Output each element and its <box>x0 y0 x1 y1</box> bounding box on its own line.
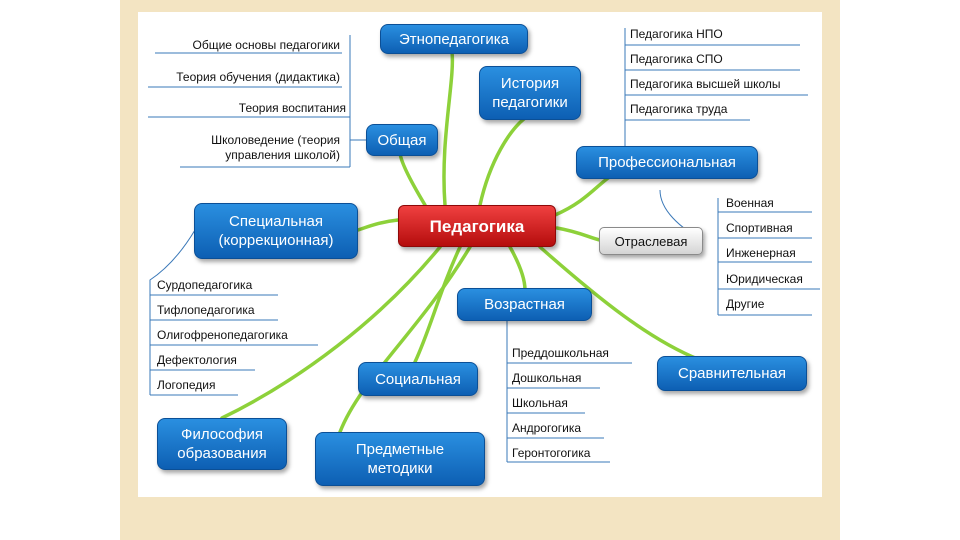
leaf-professional-1: Педагогика НПО <box>630 27 723 41</box>
leaf-special-4: Дефектология <box>157 353 237 367</box>
leaf-professional-2: Педагогика СПО <box>630 52 723 66</box>
leaf-age-5: Геронтогогика <box>512 446 591 460</box>
node-general[interactable]: Общая <box>366 124 438 156</box>
leaf-general-2: Теория обучения (дидактика) <box>176 70 340 84</box>
node-special[interactable]: Специальная (коррекционная) <box>194 203 358 259</box>
leaf-special-3: Олигофренопедагогика <box>157 328 288 342</box>
leaf-professional-4: Педагогика труда <box>630 102 728 116</box>
link-age <box>508 245 527 292</box>
link-social <box>413 245 462 364</box>
leaf-professional-3: Педагогика высшей школы <box>630 77 781 91</box>
leaf-age-3: Школьная <box>512 396 568 410</box>
slide-bottom-border <box>120 497 840 540</box>
leaf-general-4: Школоведение (теория управления школой) <box>211 133 340 162</box>
leaf-branch-3: Инженерная <box>726 246 796 260</box>
node-branch[interactable]: Отраслевая <box>599 227 703 255</box>
leaf-branch-4: Юридическая <box>726 272 803 286</box>
node-ethnopedagogy[interactable]: Этнопедагогика <box>380 24 528 54</box>
leaf-branch-2: Спортивная <box>726 221 793 235</box>
leaf-branch-5: Другие <box>726 297 765 311</box>
node-comparative[interactable]: Сравнительная <box>657 356 807 391</box>
leaf-age-2: Дошкольная <box>512 371 582 385</box>
link-general <box>398 150 427 207</box>
link-comparative <box>538 245 702 362</box>
leaf-special-1: Сурдопедагогика <box>157 278 253 292</box>
leaf-general-3: Теория воспитания <box>238 101 346 115</box>
leaf-age-4: Андрогогика <box>512 421 582 435</box>
link-ethno <box>442 50 455 207</box>
node-subject-methods[interactable]: Предметные методики <box>315 432 485 486</box>
node-social[interactable]: Социальная <box>358 362 478 396</box>
slide-left-border <box>120 0 138 540</box>
node-professional[interactable]: Профессиональная <box>576 146 758 179</box>
node-philosophy[interactable]: Философия образования <box>157 418 287 470</box>
link-philosophy <box>220 245 442 420</box>
link-branch <box>555 226 602 242</box>
link-history <box>478 116 527 207</box>
leaf-general-1: Общие основы педагогики <box>192 38 340 52</box>
slide-top-border <box>120 0 840 12</box>
link-special <box>356 218 400 232</box>
leaf-age-1: Преддошкольная <box>512 346 609 360</box>
leaf-special-2: Тифлопедагогика <box>157 303 255 317</box>
slide-right-border <box>822 0 840 540</box>
leaf-branch-1: Военная <box>726 196 774 210</box>
leaf-special-5: Логопедия <box>157 378 216 392</box>
center-node[interactable]: Педагогика <box>398 205 556 247</box>
node-history[interactable]: История педагогики <box>479 66 581 120</box>
node-age[interactable]: Возрастная <box>457 288 592 321</box>
link-subject <box>338 245 472 434</box>
